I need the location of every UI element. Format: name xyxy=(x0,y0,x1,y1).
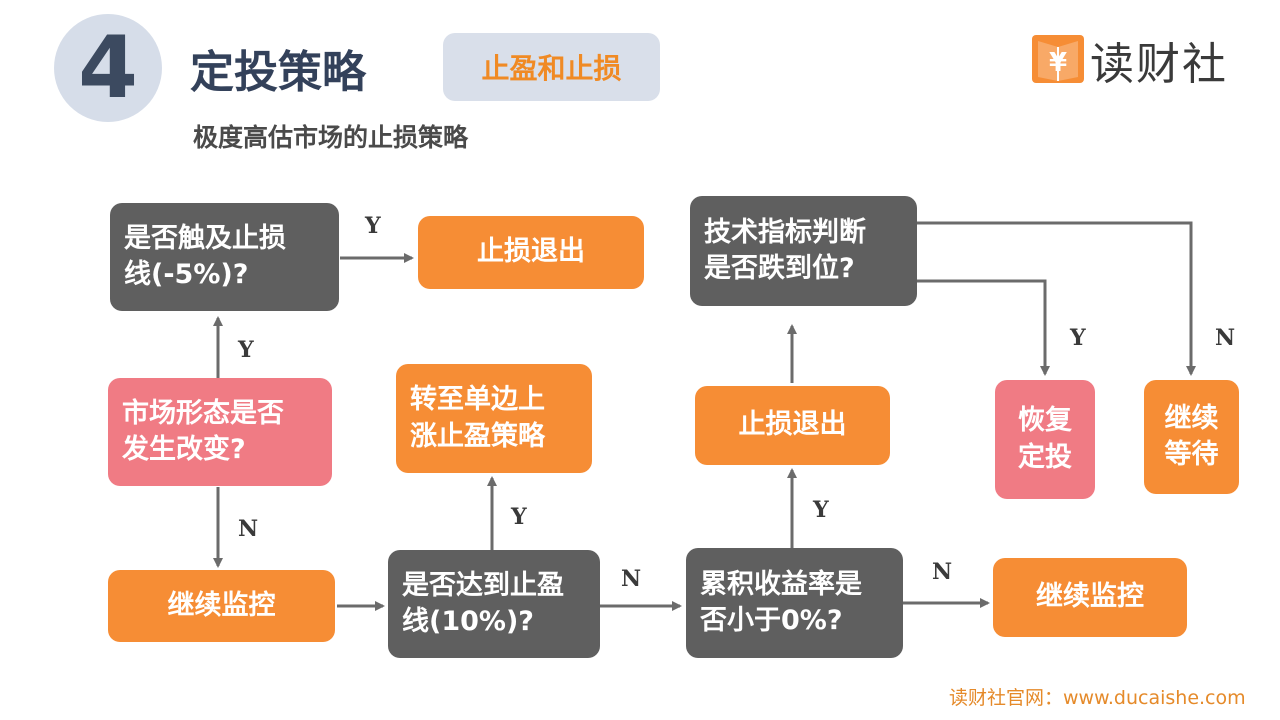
node-switch-strategy-text: 转至单边上 涨止盈策略 xyxy=(410,384,545,452)
node-tech-indicator-check: 技术指标判断 是否跌到位? xyxy=(690,196,917,306)
node-cumulative-return-check-text: 累积收益率是 否小于0%? xyxy=(700,568,862,636)
topic-tag-label: 止盈和止损 xyxy=(481,52,622,85)
section-number-circle xyxy=(54,14,162,122)
page-subtitle: 极度高估市场的止损策略 xyxy=(193,123,469,152)
node-resume-investing: 恢复 定投 xyxy=(995,380,1095,499)
edge-label-tech-no: N xyxy=(1215,325,1236,351)
edge-label-take-profit-no: N xyxy=(621,566,642,592)
footer-website: 读财社官网：www.ducaishe.com xyxy=(949,687,1246,709)
arrow-tech-to-resume xyxy=(890,279,1050,376)
yen-book-icon: ¥ xyxy=(1032,35,1084,83)
edge-label-stop-loss-yes: Y xyxy=(365,213,381,239)
node-stop-loss-exit-2-text: 止损退出 xyxy=(738,409,847,441)
node-switch-strategy: 转至单边上 涨止盈策略 xyxy=(396,364,592,473)
node-continue-monitor-1: 继续监控 xyxy=(108,570,335,642)
node-market-change: 市场形态是否 发生改变? xyxy=(108,378,332,486)
logo-text: 读财社 xyxy=(1090,39,1228,90)
node-continue-monitor-2: 继续监控 xyxy=(993,558,1187,637)
edge-label-market-change-no: N xyxy=(238,516,259,542)
edge-label-market-change-yes: Y xyxy=(238,337,254,363)
node-stop-loss-exit-2: 止损退出 xyxy=(695,386,890,465)
edge-label-cumulative-no: N xyxy=(932,559,953,585)
node-stop-loss-check-text: 是否触及止损 线(-5%)? xyxy=(124,222,286,290)
node-resume-investing-text: 恢复 定投 xyxy=(1018,405,1072,473)
node-tech-indicator-check-text: 技术指标判断 是否跌到位? xyxy=(704,216,866,284)
node-continue-monitor-1-text: 继续监控 xyxy=(167,589,276,621)
node-continue-waiting-text: 继续 等待 xyxy=(1164,402,1219,470)
node-cumulative-return-check: 累积收益率是 否小于0%? xyxy=(686,548,903,658)
page-title: 定投策略 xyxy=(190,47,366,98)
node-market-change-text: 市场形态是否 发生改变? xyxy=(122,397,284,465)
edge-label-take-profit-yes: Y xyxy=(511,504,527,530)
node-continue-waiting: 继续 等待 xyxy=(1144,380,1239,494)
topic-tag: 止盈和止损 xyxy=(443,33,660,101)
section-number: 4 xyxy=(78,18,138,118)
edge-label-cumulative-yes: Y xyxy=(813,497,829,523)
arrow-tech-to-wait xyxy=(890,221,1196,376)
node-take-profit-check: 是否达到止盈 线(10%)? xyxy=(388,550,600,658)
node-stop-loss-exit-1: 止损退出 xyxy=(418,216,644,289)
node-stop-loss-exit-1-text: 止损退出 xyxy=(477,236,585,268)
node-take-profit-check-text: 是否达到止盈 线(10%)? xyxy=(402,569,564,637)
node-continue-monitor-2-text: 继续监控 xyxy=(1036,581,1144,613)
node-stop-loss-check: 是否触及止损 线(-5%)? xyxy=(110,203,339,311)
svg-text:¥: ¥ xyxy=(1049,48,1067,78)
edge-label-tech-yes: Y xyxy=(1070,325,1086,351)
